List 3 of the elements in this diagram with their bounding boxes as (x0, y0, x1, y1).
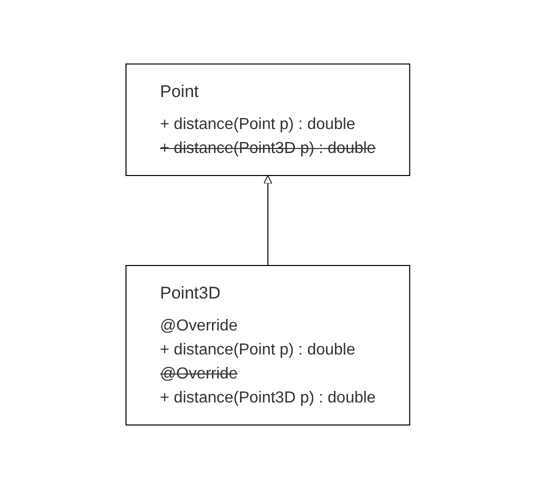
node-box: Point3D @Override + distance(Point p) : double @Override + distance(Point3D p) : double (126, 264, 410, 425)
node-box: Point + distance(Point p) : double + distance(Point3D p) : double (126, 63, 410, 176)
arrow (264, 174, 272, 266)
